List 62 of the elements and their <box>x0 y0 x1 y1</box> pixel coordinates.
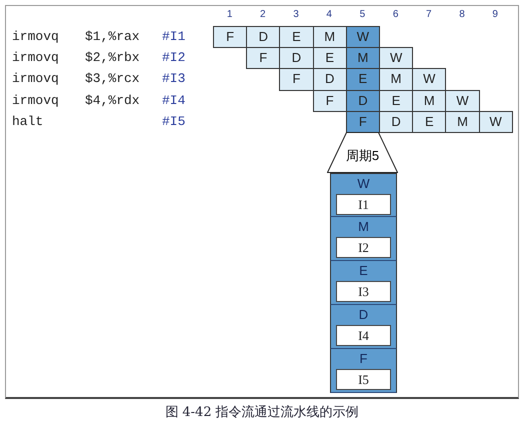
stage-cell: W <box>478 110 513 133</box>
instruction-box: I1 <box>336 194 391 215</box>
cycle-number: 4 <box>325 8 333 22</box>
operand-text: $3,%rcx <box>85 71 140 86</box>
instruction-tag: #I3 <box>162 71 186 86</box>
stage-block <box>330 349 397 393</box>
stage-cell: E <box>412 110 446 133</box>
instruction-tag: #I4 <box>162 92 186 108</box>
stage-cell: F <box>279 68 314 91</box>
stage-cell: M <box>379 68 414 91</box>
cycle-number: 6 <box>392 8 400 22</box>
cycle-number: 7 <box>425 8 433 22</box>
stage-cell: W <box>346 26 380 48</box>
stage-cell: F <box>312 90 347 112</box>
stage-block <box>330 305 397 349</box>
stage-block <box>330 217 397 261</box>
instruction-text: irmovq <box>12 50 59 66</box>
stage-cell: W <box>445 90 480 112</box>
instruction-box: I2 <box>336 237 391 258</box>
instruction-text: halt <box>12 114 44 129</box>
stage-cell: E <box>279 26 314 48</box>
instruction-text: irmovq <box>12 92 59 108</box>
stage-cell: D <box>379 110 414 133</box>
instruction-tag: #I1 <box>162 29 186 44</box>
cycle-number: 5 <box>358 8 366 22</box>
caption: 图 4-42 指令流通过流水线的示例 <box>164 404 360 421</box>
instruction-tag: #I5 <box>162 114 186 129</box>
stage-block <box>330 173 397 217</box>
instruction-box: I3 <box>336 281 391 302</box>
stage-block <box>330 261 397 305</box>
stage-cell: M <box>445 110 480 133</box>
stage-cell: E <box>312 47 347 70</box>
stage-letter: W <box>356 176 371 192</box>
stage-letter: M <box>357 219 370 235</box>
operand-text: $2,%rbx <box>85 50 140 66</box>
cycle-number: 3 <box>292 8 300 22</box>
stage-cell: E <box>379 90 414 112</box>
stage-cell: W <box>379 47 414 70</box>
instruction-text: irmovq <box>12 71 59 86</box>
instruction-text: irmovq <box>12 29 59 44</box>
stage-cell: D <box>279 47 314 70</box>
stage-cell: F <box>246 47 280 70</box>
operand-text: $1,%rax <box>85 29 140 44</box>
stage-cell: D <box>312 68 347 91</box>
instruction-tag: #I2 <box>162 50 186 66</box>
stage-cell: W <box>412 68 446 91</box>
stage-cell: D <box>246 26 280 48</box>
zoom-callout: 周期5 <box>327 132 398 173</box>
cycle-number: 1 <box>226 8 234 22</box>
stage-cell: M <box>312 26 347 48</box>
stage-letter: D <box>358 307 370 323</box>
stage-letter: F <box>358 351 368 367</box>
cycle-number: 9 <box>491 8 499 22</box>
instruction-box: I4 <box>336 325 391 346</box>
stage-cell: F <box>346 110 380 133</box>
cycle-number: 2 <box>259 8 267 22</box>
cycle-number: 8 <box>458 8 466 22</box>
instruction-box: I5 <box>336 369 391 390</box>
stage-cell: M <box>412 90 446 112</box>
stage-letter: E <box>358 263 369 279</box>
stage-cell: F <box>213 26 248 48</box>
operand-text: $4,%rdx <box>85 92 140 108</box>
